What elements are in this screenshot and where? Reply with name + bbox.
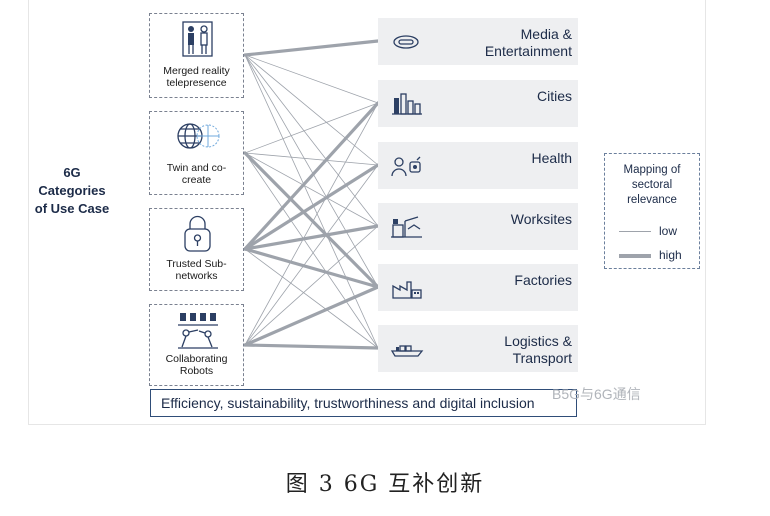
sector-cities: Cities (378, 80, 578, 127)
category-label: Collaborating Robots (165, 353, 228, 377)
sector-label: Worksites (510, 211, 572, 227)
legend-row-high: high (619, 248, 699, 262)
link-high (243, 101, 380, 251)
sector-health: Health (378, 142, 578, 189)
doctor-icon (391, 156, 421, 177)
headset-icon (393, 35, 419, 49)
link-high (243, 151, 380, 289)
use-case-title: 6G Categories of Use Case (34, 165, 110, 216)
ship-icon (390, 345, 424, 357)
link-low (244, 54, 379, 227)
category-twin-co-create: Twin and co- create (149, 111, 244, 195)
sector-worksites: Worksites (378, 203, 578, 250)
sector-logistics-transport: Logistics & Transport (378, 325, 578, 372)
legend-label-high: high (659, 248, 682, 262)
crane-icon (391, 216, 422, 238)
factory-icon (392, 281, 422, 299)
category-label: Merged reality telepresence (163, 65, 230, 89)
link-low (244, 225, 379, 346)
category-label: Twin and co- create (166, 162, 227, 186)
lock-icon (150, 215, 243, 255)
link-low (244, 152, 379, 227)
link-high (243, 39, 380, 57)
sector-label: Cities (536, 88, 572, 104)
link-low (244, 54, 379, 288)
link-low (244, 152, 379, 349)
legend-line-low (619, 231, 651, 232)
link-low (244, 54, 379, 166)
legend-row-low: low (619, 224, 699, 238)
link-high (243, 163, 380, 251)
buildings-icon (392, 93, 422, 115)
link-high (243, 247, 380, 289)
legend: Mapping of sectoral relevance low high (604, 153, 700, 269)
legend-line-high (619, 254, 651, 258)
robot-arm-icon (150, 311, 243, 351)
sector-media-entertainment: Media & Entertainment (378, 18, 578, 65)
link-low (244, 102, 379, 346)
category-merged-reality: Merged reality telepresence (149, 13, 244, 98)
watermark: B5G与6G通信 (552, 386, 641, 402)
sector-label: Health (531, 150, 572, 166)
category-trusted-sub-networks: Trusted Sub- networks (149, 208, 244, 291)
link-low (244, 152, 379, 166)
legend-label-low: low (659, 224, 678, 238)
link-high (243, 343, 380, 350)
link-low (244, 54, 379, 104)
link-low (244, 54, 379, 349)
sector-label: Factories (514, 272, 572, 288)
link-high (243, 285, 380, 347)
link-low (244, 102, 379, 154)
link-low (244, 164, 379, 346)
legend-title: Mapping of sectoral relevance (623, 164, 681, 206)
globe-twin-icon (150, 118, 243, 158)
category-collaborating-robots: Collaborating Robots (149, 304, 244, 386)
link-high (243, 224, 380, 251)
people-icon (150, 20, 243, 60)
category-label: Trusted Sub- networks (166, 258, 227, 282)
link-low (244, 248, 379, 349)
sector-label: Logistics & Transport (504, 333, 572, 366)
values-banner: Efficiency, sustainability, trustworthin… (150, 389, 577, 417)
sector-factories: Factories (378, 264, 578, 311)
sector-label: Media & Entertainment (484, 26, 572, 59)
figure-caption: 图 3 6G 互补创新 (285, 472, 485, 497)
